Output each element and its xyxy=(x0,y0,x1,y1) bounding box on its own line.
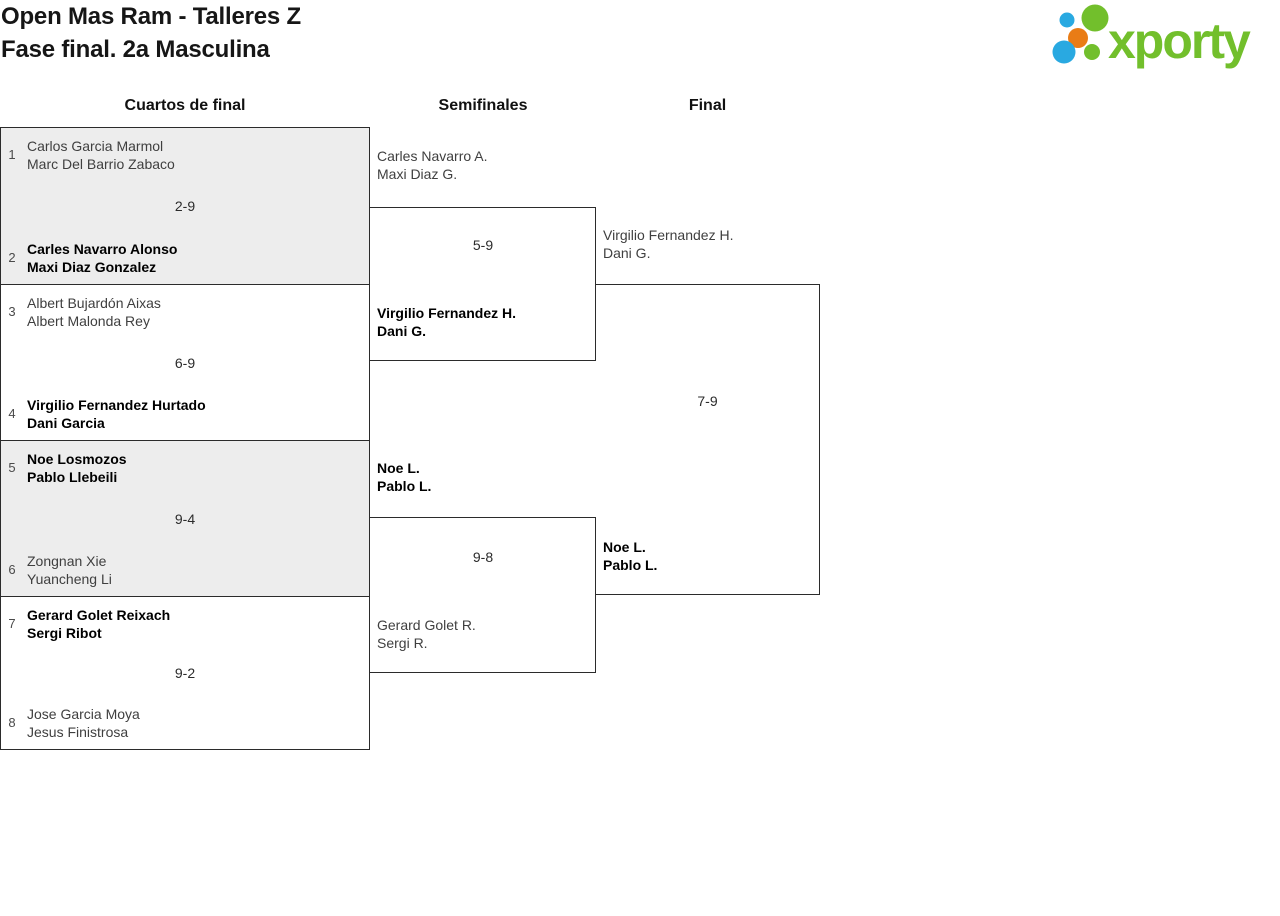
team-name-line: Carles Navarro Alonso xyxy=(27,241,178,257)
seed-number: 4 xyxy=(8,406,16,421)
match-score: 7-9 xyxy=(697,393,718,409)
team-jose-garcia-jesus-finistrosa: Jose Garcia Moya Jesus Finistrosa xyxy=(27,705,140,741)
seed-number: 7 xyxy=(8,616,16,631)
xporty-logo[interactable]: xporty xyxy=(1040,3,1280,73)
match-quarterfinal-2: 3 Albert Bujardón Aixas Albert Malonda R… xyxy=(1,285,369,441)
semifinal2-team-b: Gerard Golet R. Sergi R. xyxy=(377,616,476,652)
team-name-line: Zongnan Xie xyxy=(27,553,107,569)
seed-number: 6 xyxy=(8,562,16,577)
seed-number: 1 xyxy=(8,147,16,162)
match-final-box xyxy=(595,284,820,595)
team-name-line: Gerard Golet R. xyxy=(377,617,476,633)
logo-dot-large-blue xyxy=(1052,40,1076,64)
tournament-title-line2: Fase final. 2a Masculina xyxy=(1,36,270,63)
team-carles-navarro-maxi-diaz: Carles Navarro Alonso Maxi Diaz Gonzalez xyxy=(27,240,177,276)
team-name-line: Albert Bujardón Aixas xyxy=(27,295,161,311)
round-header-semifinals: Semifinales xyxy=(438,97,528,114)
team-name-line: Jose Garcia Moya xyxy=(27,706,140,722)
match-score: 9-4 xyxy=(174,510,196,527)
semifinal1-team-b: Virgilio Fernandez H. Dani G. xyxy=(377,304,516,340)
tournament-title: Open Mas Ram - Talleres Z Fase final. 2a… xyxy=(1,0,301,66)
team-name-line: Gerard Golet Reixach xyxy=(27,607,171,623)
team-virgilio-fernandez-dani-garcia: Virgilio Fernandez Hurtado Dani Garcia xyxy=(27,396,206,432)
logo-dot-small-green xyxy=(1084,44,1100,60)
team-name-line: Sergi R. xyxy=(377,635,428,651)
match-score: 2-9 xyxy=(174,198,196,214)
final-team-b: Noe L. Pablo L. xyxy=(603,538,657,574)
round-header-quarterfinals: Cuartos de final xyxy=(124,97,246,114)
seed-number: 5 xyxy=(8,460,16,475)
seed-number: 3 xyxy=(8,304,16,319)
logo-dot-small-blue xyxy=(1059,12,1075,28)
match-semifinal-2-box xyxy=(369,517,596,673)
team-name-line: Carles Navarro A. xyxy=(377,148,488,164)
seed-number: 2 xyxy=(8,250,16,265)
match-score: 9-8 xyxy=(472,549,494,565)
match-score: 5-9 xyxy=(472,237,494,253)
team-name-line: Maxi Diaz Gonzalez xyxy=(27,259,157,275)
team-name-line: Virgilio Fernandez H. xyxy=(603,227,734,243)
semifinal1-team-a: Carles Navarro A. Maxi Diaz G. xyxy=(377,147,487,183)
logo-text: xporty xyxy=(1108,13,1251,69)
match-score: 9-2 xyxy=(174,665,196,681)
team-name-line: Maxi Diaz G. xyxy=(377,166,458,182)
match-quarterfinal-3: 5 Noe Losmozos Pablo Llebeili 9-4 6 Zong… xyxy=(1,441,369,597)
team-name-line: Yuancheng Li xyxy=(27,571,112,587)
team-name-line: Noe L. xyxy=(603,539,646,555)
match-quarterfinal-4: 7 Gerard Golet Reixach Sergi Ribot 9-2 8… xyxy=(1,597,369,749)
match-score: 6-9 xyxy=(174,354,196,371)
team-name-line: Sergi Ribot xyxy=(27,625,102,641)
team-gerard-golet-sergi-ribot: Gerard Golet Reixach Sergi Ribot xyxy=(27,606,170,642)
team-albert-bujardon-albert-malonda: Albert Bujardón Aixas Albert Malonda Rey xyxy=(27,294,161,330)
team-name-line: Dani G. xyxy=(377,323,427,339)
final-team-a: Virgilio Fernandez H. Dani G. xyxy=(603,226,733,262)
team-name-line: Pablo L. xyxy=(603,557,658,573)
team-name-line: Albert Malonda Rey xyxy=(27,313,150,329)
team-name-line: Noe Losmozos xyxy=(27,451,127,467)
team-name-line: Dani Garcia xyxy=(27,415,105,431)
logo-dot-orange xyxy=(1068,28,1088,48)
tournament-title-line1: Open Mas Ram - Talleres Z xyxy=(1,3,301,30)
team-name-line: Dani G. xyxy=(603,245,651,261)
team-noe-losmozos-pablo-llebeili: Noe Losmozos Pablo Llebeili xyxy=(27,450,127,486)
semifinal2-team-a: Noe L. Pablo L. xyxy=(377,459,431,495)
team-name-line: Jesus Finistrosa xyxy=(27,724,129,740)
round-header-final: Final xyxy=(688,97,727,114)
team-name-line: Noe L. xyxy=(377,460,420,476)
team-name-line: Virgilio Fernandez Hurtado xyxy=(27,397,206,413)
seed-number: 8 xyxy=(8,715,16,730)
team-name-line: Carlos Garcia Marmol xyxy=(27,138,164,154)
team-name-line: Pablo L. xyxy=(377,478,432,494)
team-zongnan-xie-yuancheng-li: Zongnan Xie Yuancheng Li xyxy=(27,552,112,588)
logo-dot-large-green xyxy=(1081,4,1109,32)
team-name-line: Marc Del Barrio Zabaco xyxy=(27,156,175,172)
team-carlos-garcia-marc-del-barrio: Carlos Garcia Marmol Marc Del Barrio Zab… xyxy=(27,137,175,173)
match-quarterfinal-1: 1 Carlos Garcia Marmol Marc Del Barrio Z… xyxy=(1,128,369,285)
team-name-line: Virgilio Fernandez H. xyxy=(377,305,516,321)
quarterfinals-column: 1 Carlos Garcia Marmol Marc Del Barrio Z… xyxy=(0,127,370,750)
team-name-line: Pablo Llebeili xyxy=(27,469,118,485)
